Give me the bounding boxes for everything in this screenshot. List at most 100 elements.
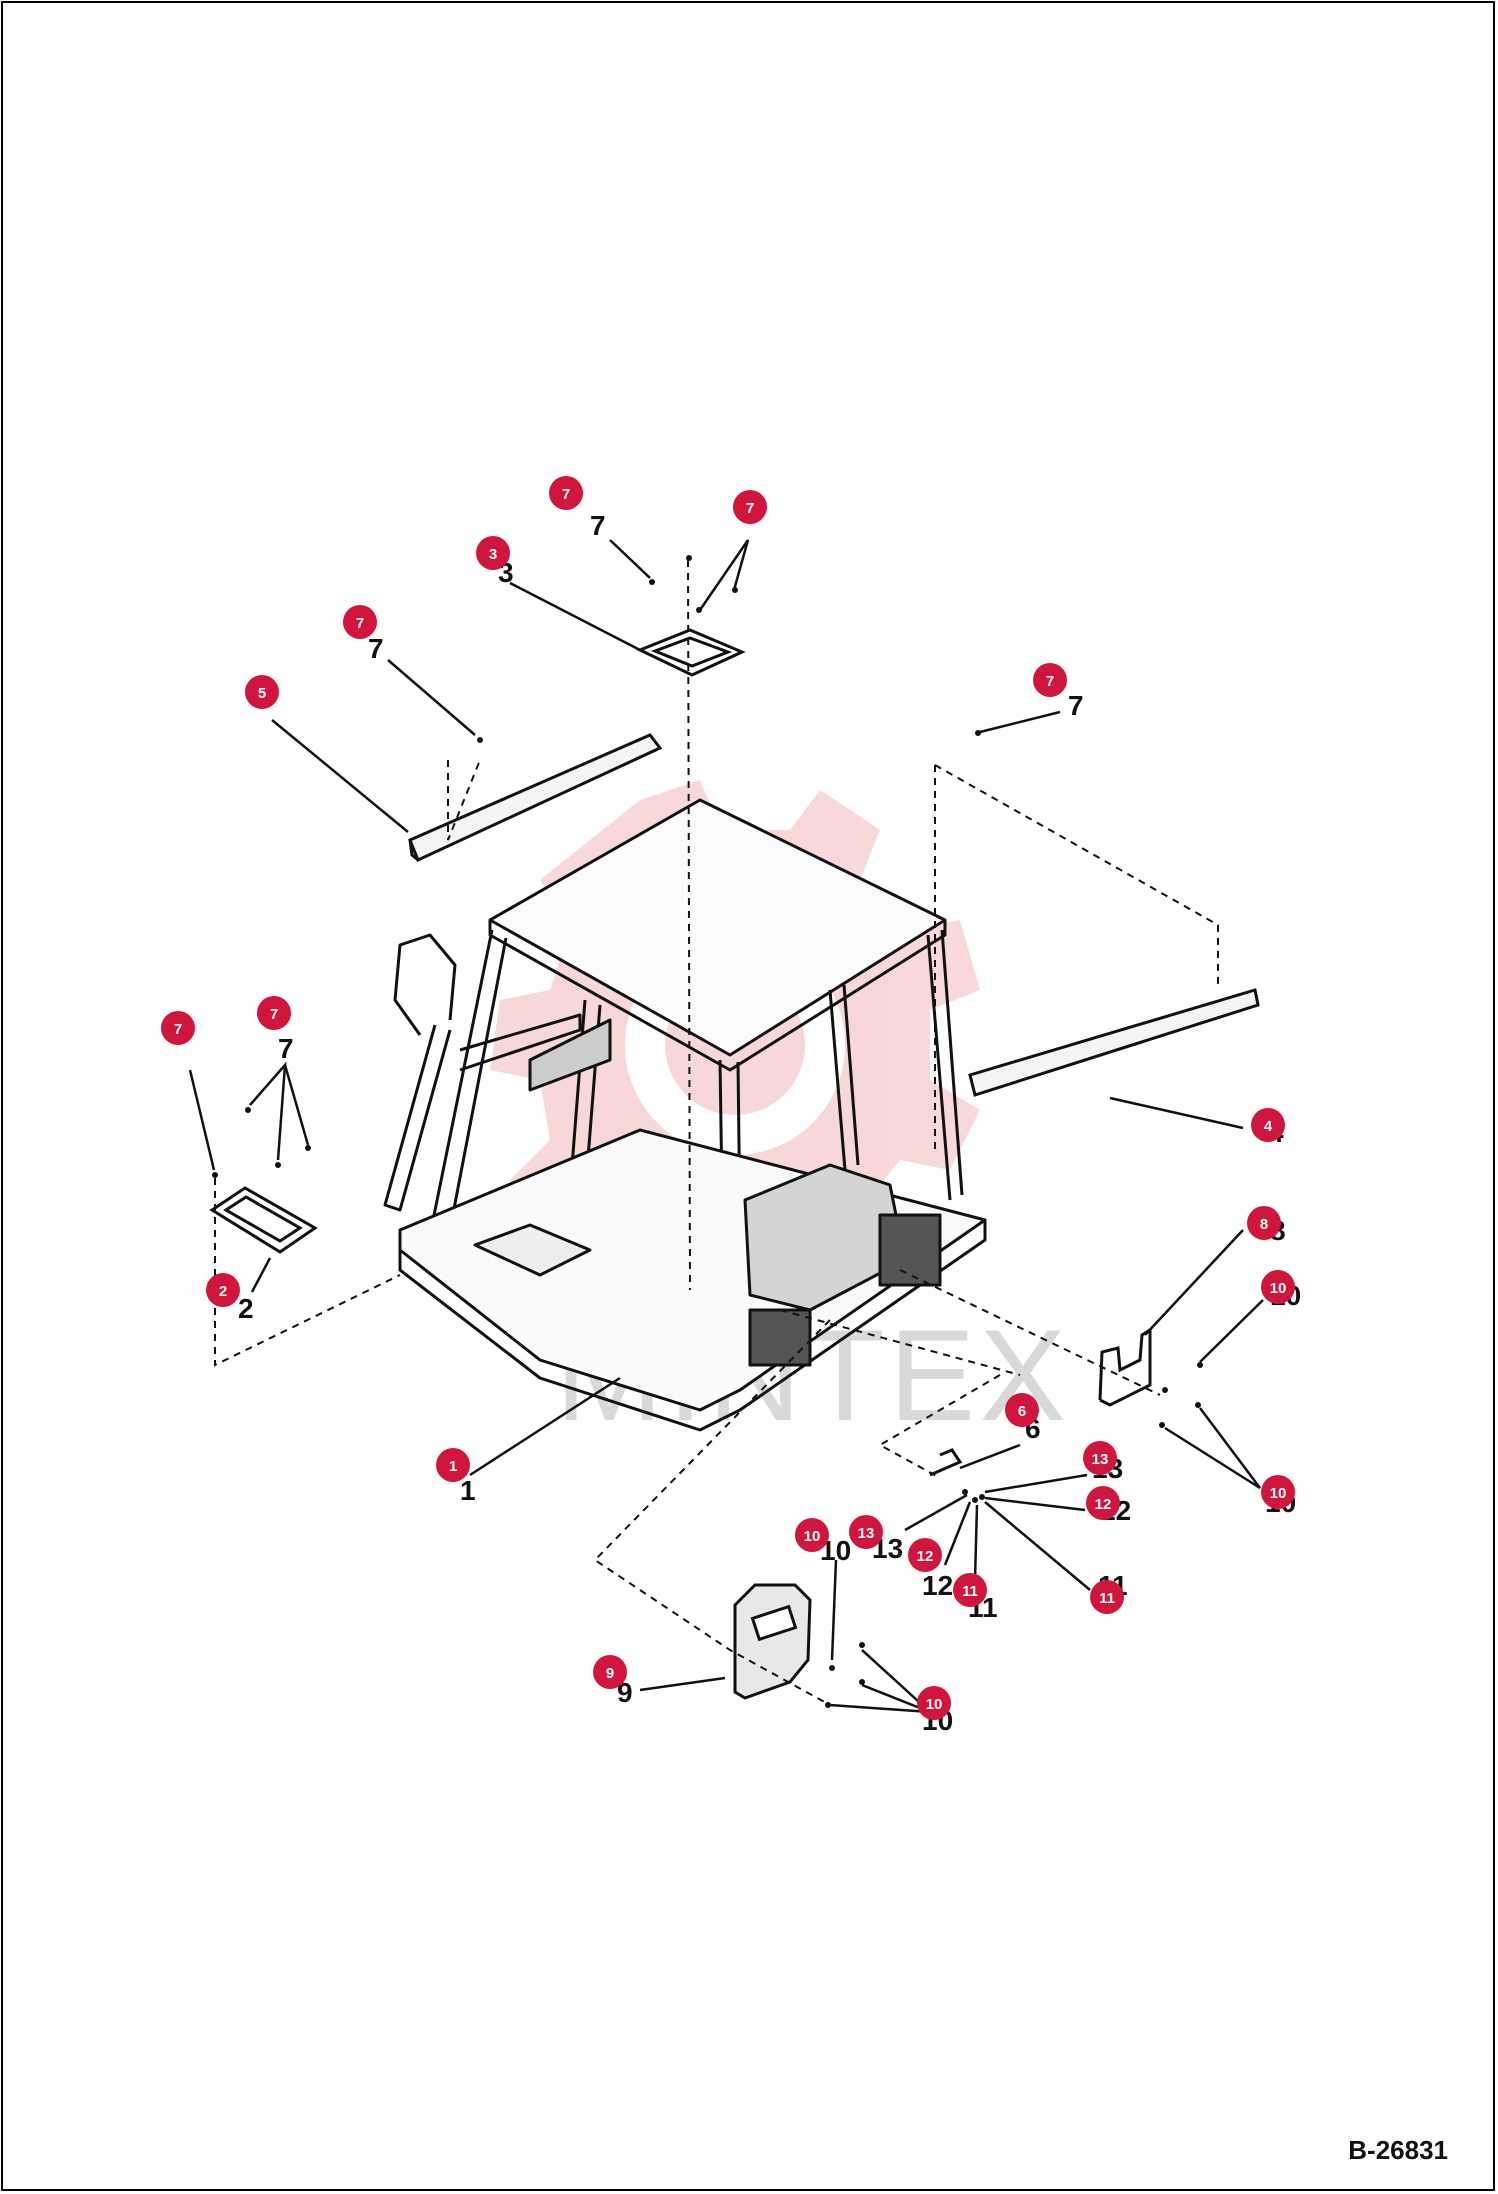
part-9-panel-label — [750, 1604, 798, 1642]
leader-line — [469, 1376, 621, 1477]
callout-badge: 7 — [343, 605, 377, 639]
part-4-strip-body — [968, 988, 1260, 1097]
part-3-plate-inner — [650, 636, 733, 668]
cab-rear-handle — [393, 933, 457, 1036]
svg-text:2: 2 — [219, 1283, 227, 1300]
drawing-reference-code: B-26831 — [1348, 2135, 1448, 2165]
dashed-line — [877, 1374, 1001, 1479]
svg-text:12: 12 — [917, 1548, 934, 1565]
fastener-dot — [245, 1107, 251, 1113]
leader-line — [609, 539, 651, 579]
fastener-dot — [1195, 1402, 1201, 1408]
leader-line — [387, 659, 476, 736]
leader-line — [979, 710, 1061, 734]
cab-post-mid-right — [828, 989, 847, 1171]
printed-number: 2 — [238, 1293, 254, 1324]
printed-number: 7 — [278, 1033, 294, 1064]
fastener-dot — [1197, 1362, 1203, 1368]
assembly-dashed-lines — [214, 559, 1219, 1706]
cab-post-front-left — [428, 929, 494, 1236]
leader-line — [283, 1064, 310, 1146]
cab-roof-edge — [488, 920, 947, 1072]
dashed-line — [447, 759, 481, 841]
cab-floor-plate — [473, 1223, 592, 1277]
leader-line — [943, 1501, 972, 1566]
part-8-bracket — [1098, 1327, 1152, 1407]
fastener-dot — [859, 1642, 865, 1648]
printed-number: 12 — [922, 1570, 953, 1601]
svg-text:7: 7 — [1046, 673, 1054, 690]
leader-lines — [188, 539, 1264, 1714]
callout-badge: 11 — [953, 1573, 987, 1607]
svg-text:1: 1 — [449, 1458, 457, 1475]
fastener-dot — [975, 730, 981, 736]
callout-badges: 7 7 3 7 5 7 7 7 2 4 8 10 1 6 13 12 10 10… — [161, 476, 1295, 1720]
cab-console-vent-right — [878, 1213, 942, 1287]
callout-badge: 10 — [917, 1686, 951, 1720]
callout-badge: 13 — [849, 1515, 883, 1549]
fastener-dot — [275, 1162, 281, 1168]
fastener-dot — [649, 579, 655, 585]
svg-text:7: 7 — [562, 486, 570, 503]
cab-post-front-left-inner — [446, 937, 508, 1241]
leader-line — [1199, 1299, 1264, 1363]
part-6-clip-body — [929, 1448, 963, 1477]
fastener-dot — [212, 1172, 218, 1178]
callout-badge: 12 — [908, 1538, 942, 1572]
callout-badge: 3 — [476, 536, 510, 570]
leader-line — [830, 1559, 838, 1661]
leader-line — [250, 1257, 272, 1293]
svg-text:6: 6 — [1018, 1403, 1026, 1420]
cab-rear-window-frame — [528, 1018, 612, 1092]
svg-text:4: 4 — [1264, 1118, 1273, 1135]
leader-line — [984, 1473, 1088, 1494]
fastener-dot — [825, 1702, 831, 1708]
printed-number: 7 — [1068, 690, 1084, 721]
fastener-dot — [1162, 1387, 1168, 1393]
dashed-line — [779, 1309, 1021, 1376]
fastener-dot — [859, 1679, 865, 1685]
fastener-dot — [477, 737, 483, 743]
callout-badge: 4 — [1251, 1108, 1285, 1142]
svg-text:9: 9 — [606, 1665, 614, 1682]
callout-badge: 7 — [161, 1011, 195, 1045]
callout-badge: 8 — [1247, 1206, 1281, 1240]
svg-text:7: 7 — [356, 615, 364, 632]
svg-text:8: 8 — [1260, 1216, 1268, 1233]
printed-number: 1 — [460, 1475, 476, 1506]
svg-text:12: 12 — [1095, 1496, 1112, 1513]
leader-line — [984, 1501, 1091, 1591]
leader-line — [1109, 1096, 1244, 1130]
cab-rear-guard — [383, 1024, 452, 1212]
part-3-cover-plate — [636, 628, 746, 677]
part-6-clip — [929, 1448, 963, 1477]
callout-badge: 5 — [245, 675, 279, 709]
fastener-dot — [979, 1494, 985, 1500]
part-4-trim-strip — [968, 988, 1260, 1097]
leader-line — [973, 1504, 979, 1581]
svg-text:11: 11 — [1099, 1590, 1115, 1607]
fastener-dot — [305, 1145, 311, 1151]
part-9-side-panel — [733, 1583, 812, 1700]
cab-post-rear-right-inner — [940, 929, 964, 1196]
svg-text:10: 10 — [926, 1696, 943, 1713]
callout-badge: 11 — [1090, 1580, 1124, 1614]
svg-text:13: 13 — [1092, 1451, 1109, 1468]
dashed-line — [593, 1319, 831, 1706]
fastener-dot — [962, 1489, 968, 1495]
cab-console-vent-left — [748, 1308, 812, 1367]
svg-text:13: 13 — [858, 1525, 875, 1542]
leader-line — [1144, 1229, 1244, 1336]
callout-badge: 10 — [795, 1518, 829, 1552]
leader-line — [509, 581, 641, 652]
leader-line — [698, 539, 750, 611]
callout-badge: 7 — [257, 996, 291, 1030]
part-9-panel-body — [733, 1583, 812, 1700]
callout-badge: 9 — [593, 1655, 627, 1689]
cab-base-skirt — [398, 1220, 987, 1432]
leader-line — [188, 1069, 216, 1171]
fastener-dot — [1159, 1422, 1165, 1428]
dashed-line — [934, 764, 1219, 985]
part-5-trim-strip — [408, 733, 663, 863]
callout-badge: 6 — [1005, 1393, 1039, 1427]
